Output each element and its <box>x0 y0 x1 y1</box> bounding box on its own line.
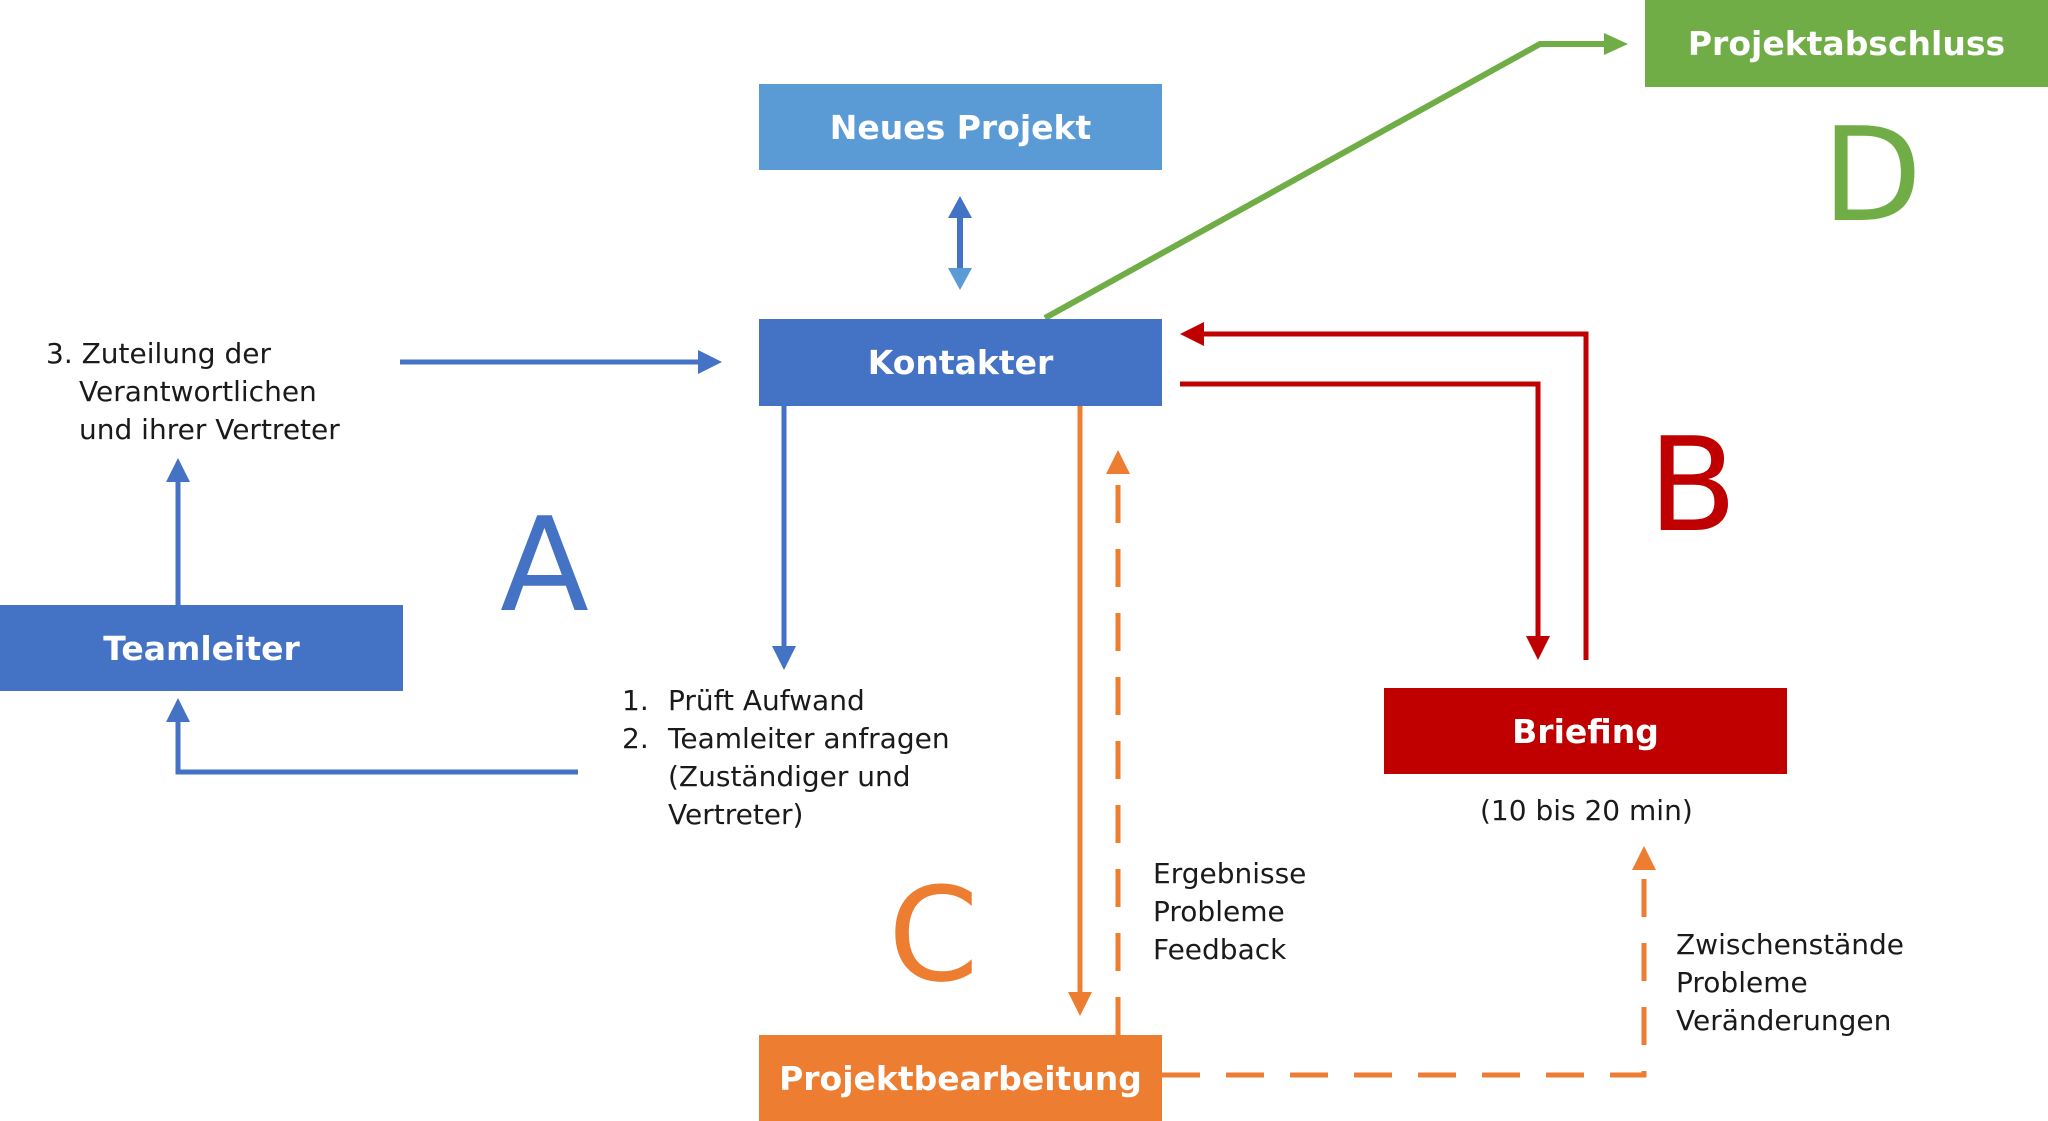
zuteilung-line: 3. Zuteilung der <box>46 337 271 370</box>
kontakter-box: Kontakter <box>759 319 1162 406</box>
letter-d: D <box>1822 99 1923 251</box>
letter-b: B <box>1648 409 1738 561</box>
teamleiter-label: Teamleiter <box>103 628 300 668</box>
zwischenstaende-line: Zwischenstände <box>1676 928 1905 961</box>
neues-projekt-box: Neues Projekt <box>759 84 1162 170</box>
step-line: (Zuständiger und <box>668 760 911 793</box>
arrow-to-projektabschluss <box>1043 33 1628 321</box>
teamleiter-box: Teamleiter <box>0 605 403 691</box>
projektabschluss-label: Projektabschluss <box>1687 24 2006 63</box>
arrow-briefing-to-kontakter <box>1180 322 1589 660</box>
arrow-zuteilung-to-kontakter <box>400 350 722 374</box>
arrow-teamleiter-to-zuteilung <box>166 458 190 605</box>
step-number: 1. <box>622 684 649 717</box>
zuteilung-text: 3. Zuteilung der Verantwortlichen und ih… <box>46 335 340 449</box>
steps-list: 1. Prüft Aufwand 2. Teamleiter anfragen … <box>622 682 950 834</box>
letter-c: C <box>888 859 979 1011</box>
ergebnisse-text: Ergebnisse Probleme Feedback <box>1153 855 1306 969</box>
double-arrow-neues-kontakter <box>948 196 972 290</box>
arrow-kontakter-to-steps <box>772 405 796 670</box>
neues-projekt-label: Neues Projekt <box>829 107 1092 147</box>
briefing-duration: (10 bis 20 min) <box>1480 794 1693 827</box>
letter-a: A <box>500 489 589 641</box>
ergebnisse-line: Feedback <box>1153 933 1287 966</box>
projektbearbeitung-box: Projektbearbeitung <box>759 1035 1162 1121</box>
zuteilung-line: und ihrer Vertreter <box>79 413 340 446</box>
zwischenstaende-text: Zwischenstände Probleme Veränderungen <box>1676 926 1904 1040</box>
step-item: 1. Prüft Aufwand <box>622 682 950 720</box>
step-line: Prüft Aufwand <box>668 684 865 717</box>
ergebnisse-line: Probleme <box>1153 895 1285 928</box>
arrow-kontakter-to-projektbearbeitung <box>1068 405 1092 1016</box>
ergebnisse-line: Ergebnisse <box>1153 857 1307 890</box>
zwischenstaende-line: Probleme <box>1676 966 1808 999</box>
briefing-box: Briefing <box>1384 688 1787 774</box>
dashed-arrow-feedback-to-kontakter <box>1106 450 1130 1035</box>
zwischenstaende-line: Veränderungen <box>1676 1004 1892 1037</box>
dashed-arrow-zwischenstaende-to-briefing <box>1162 846 1656 1078</box>
briefing-label: Briefing <box>1512 711 1659 751</box>
step-line: Teamleiter anfragen <box>668 722 950 755</box>
arrow-steps-to-teamleiter <box>166 698 578 775</box>
step-line: Vertreter) <box>668 798 804 831</box>
projektabschluss-box: Projektabschluss <box>1645 0 2048 87</box>
kontakter-label: Kontakter <box>867 343 1054 382</box>
step-number: 2. <box>622 722 649 755</box>
arrow-kontakter-to-briefing <box>1180 381 1550 660</box>
zuteilung-line: Verantwortlichen <box>79 375 317 408</box>
step-item: 2. Teamleiter anfragen (Zuständiger und … <box>622 720 950 834</box>
projektbearbeitung-label: Projektbearbeitung <box>779 1058 1142 1098</box>
